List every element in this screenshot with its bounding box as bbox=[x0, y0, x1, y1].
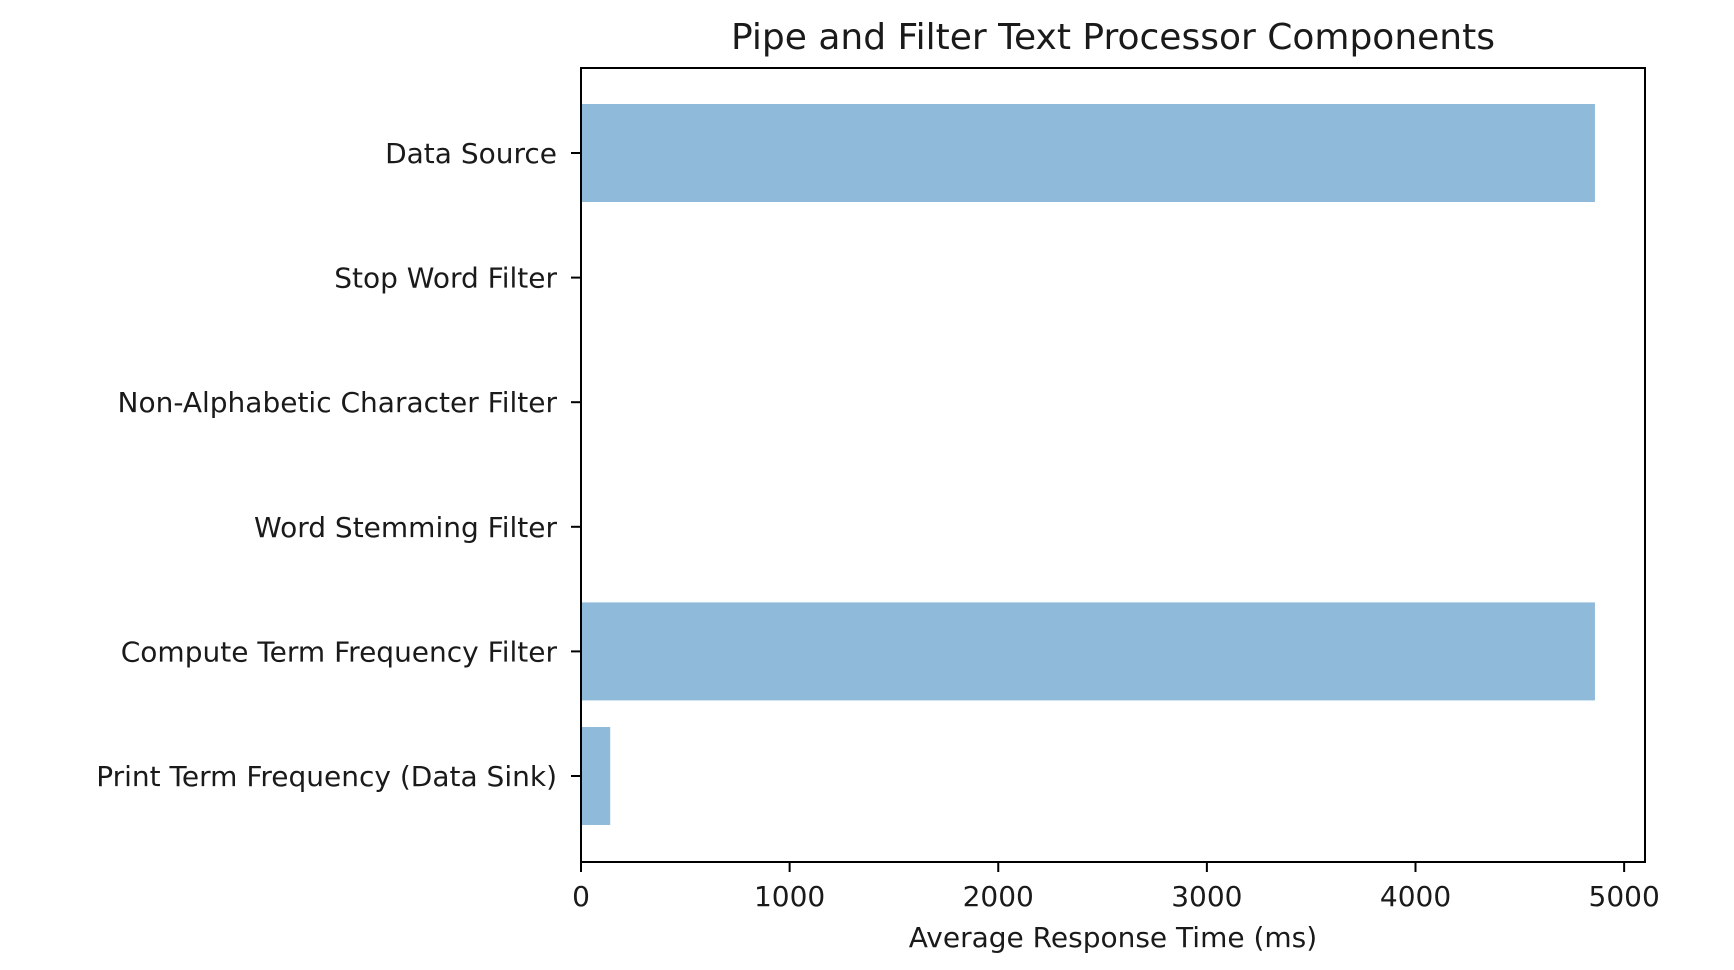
bars-group bbox=[581, 104, 1595, 825]
y-tick-label: Non-Alphabetic Character Filter bbox=[118, 386, 558, 419]
bar-0 bbox=[581, 104, 1595, 202]
x-axis-ticks: 0 1000 2000 3000 4000 5000 bbox=[572, 862, 1660, 913]
y-tick-label: Compute Term Frequency Filter bbox=[121, 635, 558, 668]
y-tick-label: Data Source bbox=[385, 137, 557, 170]
x-tick-label: 1000 bbox=[754, 880, 825, 913]
bar-5 bbox=[581, 727, 611, 825]
x-tick-label: 4000 bbox=[1380, 880, 1451, 913]
x-tick-label: 5000 bbox=[1589, 880, 1660, 913]
x-tick-label: 2000 bbox=[963, 880, 1034, 913]
bar-4 bbox=[581, 602, 1595, 701]
x-axis-title: Average Response Time (ms) bbox=[909, 921, 1317, 954]
x-tick-label: 3000 bbox=[1171, 880, 1242, 913]
y-tick-label: Stop Word Filter bbox=[334, 262, 557, 295]
chart-title: Pipe and Filter Text Processor Component… bbox=[731, 17, 1495, 58]
x-tick-label: 0 bbox=[572, 880, 590, 913]
y-tick-label: Print Term Frequency (Data Sink) bbox=[96, 760, 557, 793]
plot-area-frame bbox=[580, 67, 1646, 863]
y-tick-label: Word Stemming Filter bbox=[254, 511, 557, 544]
